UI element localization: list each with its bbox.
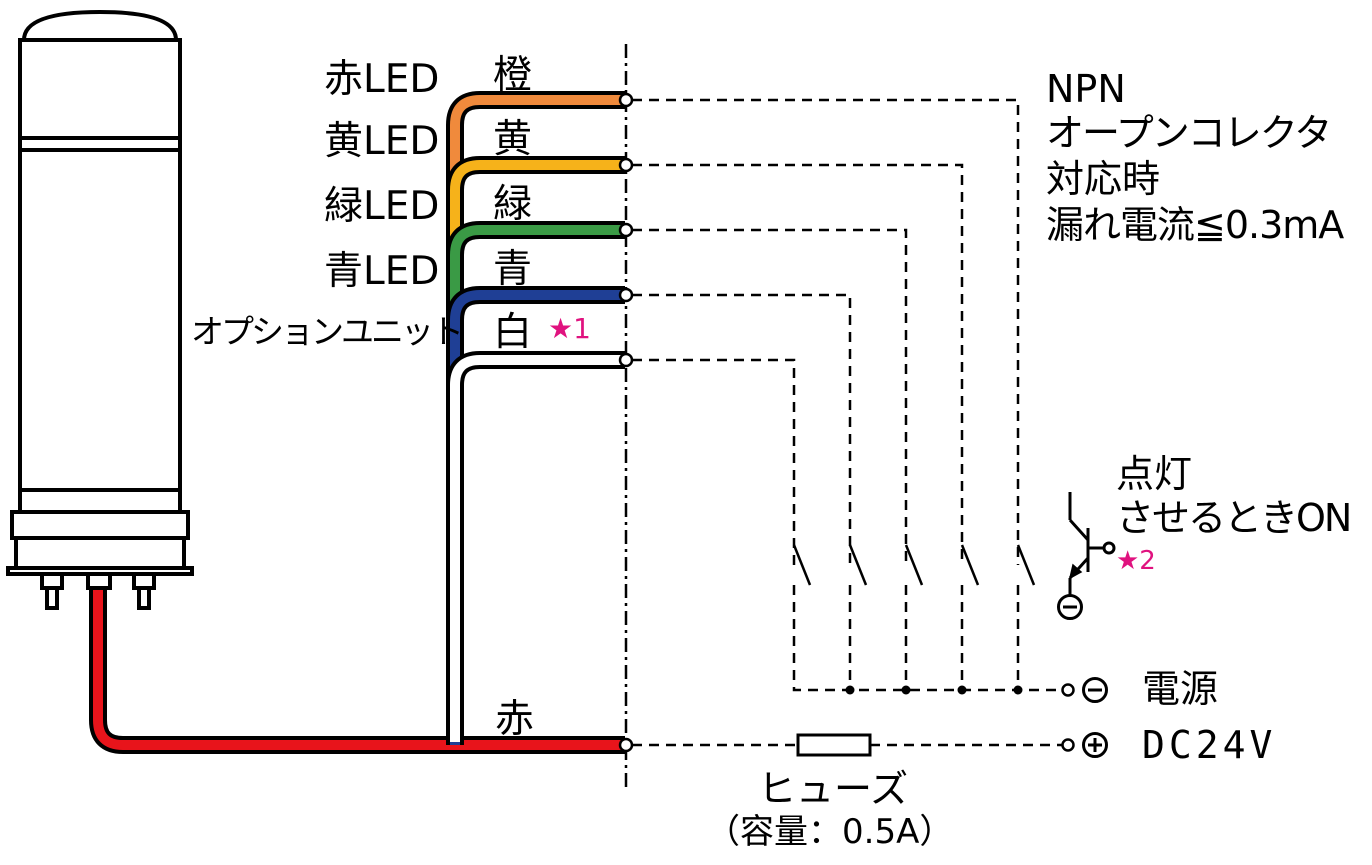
- star2-note-marker: ★2: [1116, 546, 1156, 576]
- minus-sign-icon: [1082, 677, 1108, 703]
- switch-green: [904, 544, 924, 586]
- switch-orange: [1016, 544, 1036, 586]
- wire-label-orange: 橙: [493, 53, 533, 98]
- npn-note-line-4: 漏れ電流≦0.3mA: [1046, 203, 1344, 247]
- star1-note-marker: ★1: [548, 312, 591, 345]
- minus-terminal-dot: [1061, 683, 1075, 697]
- switch-yellow: [960, 544, 980, 586]
- switch-blue: [848, 544, 868, 586]
- terminal-bolt-3: [132, 572, 156, 610]
- npn-note-line-2: オープンコレクタ: [1046, 111, 1332, 155]
- plus-terminal-dot: [1061, 738, 1075, 752]
- fuse-symbol: [796, 733, 872, 757]
- power-minus-label: 電源: [1142, 667, 1219, 711]
- red-wire-outline: [89, 590, 625, 754]
- power-terminals: [1061, 683, 1075, 752]
- fuse-capacity-label: （容量：0.5A）: [706, 812, 954, 852]
- red-wire: [93, 590, 625, 750]
- signal-tower: [6, 9, 194, 610]
- orange-wire: [450, 95, 625, 745]
- wire-label-red: 赤: [495, 697, 535, 742]
- npn-note-line-1: NPN: [1046, 67, 1126, 111]
- wire-label-white: 白: [493, 310, 533, 355]
- wire-label-green: 緑: [493, 182, 533, 227]
- switch-contacts: [792, 544, 1036, 586]
- dashed-wiring: [632, 98, 1062, 747]
- tower-column: [18, 38, 182, 514]
- led-label-yellow: 黄LED: [324, 119, 440, 164]
- tower-base-ring-1: [10, 510, 190, 540]
- ground-minus-icon: [1057, 594, 1083, 620]
- connector-terminals: [618, 92, 634, 753]
- junction-dots: [845, 685, 1023, 695]
- wire-label-yellow: 黄: [493, 117, 533, 162]
- wire-label-blue: 青: [493, 247, 533, 292]
- npn-note-line-3: 対応時: [1046, 157, 1161, 201]
- yellow-wire: [450, 160, 625, 745]
- npn-transistor-icon: [1068, 492, 1116, 596]
- fuse-label: ヒューズ: [758, 767, 909, 811]
- switch-white: [792, 544, 812, 586]
- led-label-green: 緑LED: [324, 184, 440, 229]
- signal-wires: [446, 91, 625, 745]
- led-label-blue: 青LED: [324, 249, 440, 294]
- switch-note-line-2: させるときON: [1116, 496, 1352, 540]
- plus-sign-icon: [1082, 732, 1108, 758]
- led-label-option-unit: オプションユニット: [191, 312, 464, 351]
- switch-note-line-1: 点灯: [1116, 452, 1193, 496]
- green-wire: [450, 225, 625, 745]
- tower-cap: [21, 9, 179, 42]
- terminal-bolt-1: [40, 572, 64, 610]
- white-wire: [450, 355, 625, 742]
- tower-base-ring-2: [14, 536, 186, 570]
- led-label-red: 赤LED: [324, 57, 440, 102]
- blue-wire: [450, 290, 625, 745]
- power-plus-label: DC24V: [1142, 723, 1277, 767]
